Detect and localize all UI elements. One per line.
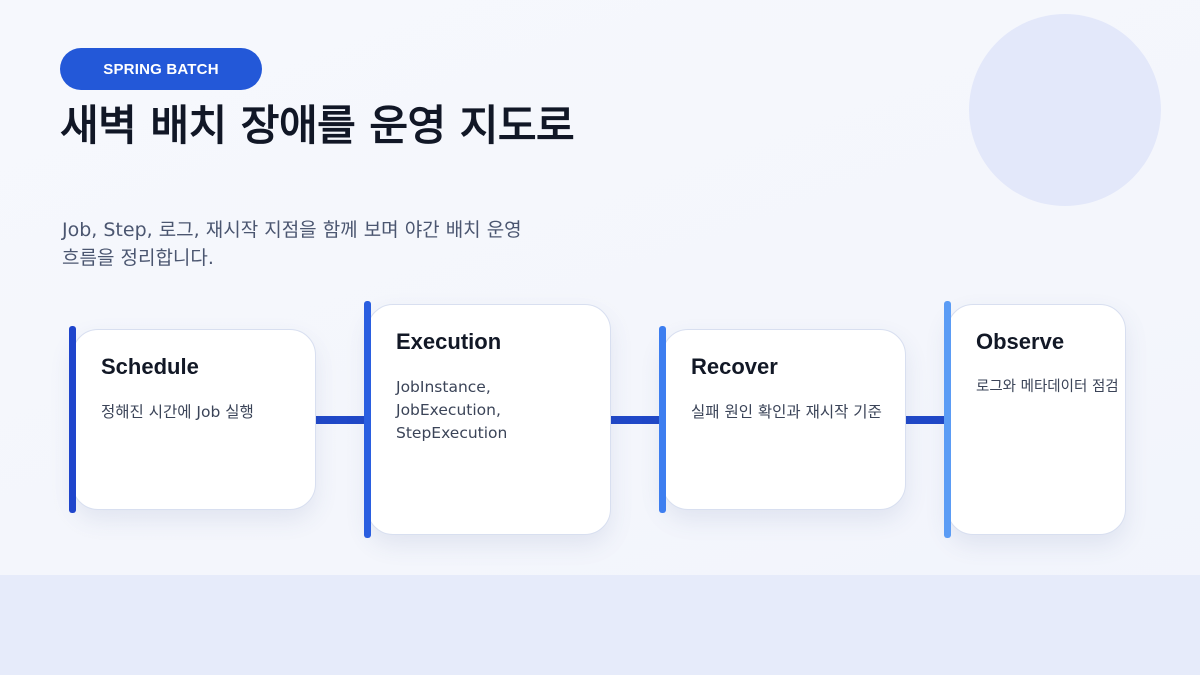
stage-title: Execution bbox=[396, 329, 502, 354]
stage-card-execution: Execution JobInstance, JobExecution, Ste… bbox=[364, 301, 611, 538]
stage-description: 로그와 메타데이터 점검 bbox=[976, 379, 1119, 395]
stage-accent-bar bbox=[364, 301, 371, 538]
category-badge: SPRING BATCH bbox=[60, 48, 262, 90]
stage-description: 실패 원인 확인과 재시작 기준 bbox=[691, 403, 882, 421]
stage-accent-bar bbox=[659, 326, 666, 513]
stage-card-recover: Recover 실패 원인 확인과 재시작 기준 bbox=[659, 326, 906, 513]
connector-schedule-execution bbox=[312, 416, 370, 424]
connector-recover-observe bbox=[902, 416, 950, 424]
page-subtitle: Job, Step, 로그, 재시작 지점을 함께 보며 야간 배치 운영 흐름… bbox=[62, 219, 522, 269]
stage-description: JobInstance, JobExecution, StepExecution bbox=[396, 378, 508, 442]
stage-accent-bar bbox=[69, 326, 76, 513]
page-title: 새벽 배치 장애를 운영 지도로 bbox=[60, 101, 575, 150]
stage-card-observe: Observe 로그와 메타데이터 점검 bbox=[944, 301, 1126, 538]
stage-title: Schedule bbox=[101, 354, 199, 379]
stage-description: 정해진 시간에 Job 실행 bbox=[101, 403, 254, 421]
connector-execution-recover bbox=[607, 416, 665, 424]
stage-title: Observe bbox=[976, 329, 1065, 354]
stage-accent-bar bbox=[944, 301, 951, 538]
footer-band bbox=[0, 575, 1200, 675]
decorative-circle bbox=[969, 14, 1161, 206]
stage-title: Recover bbox=[691, 354, 778, 379]
stage-card-schedule: Schedule 정해진 시간에 Job 실행 bbox=[69, 326, 316, 513]
